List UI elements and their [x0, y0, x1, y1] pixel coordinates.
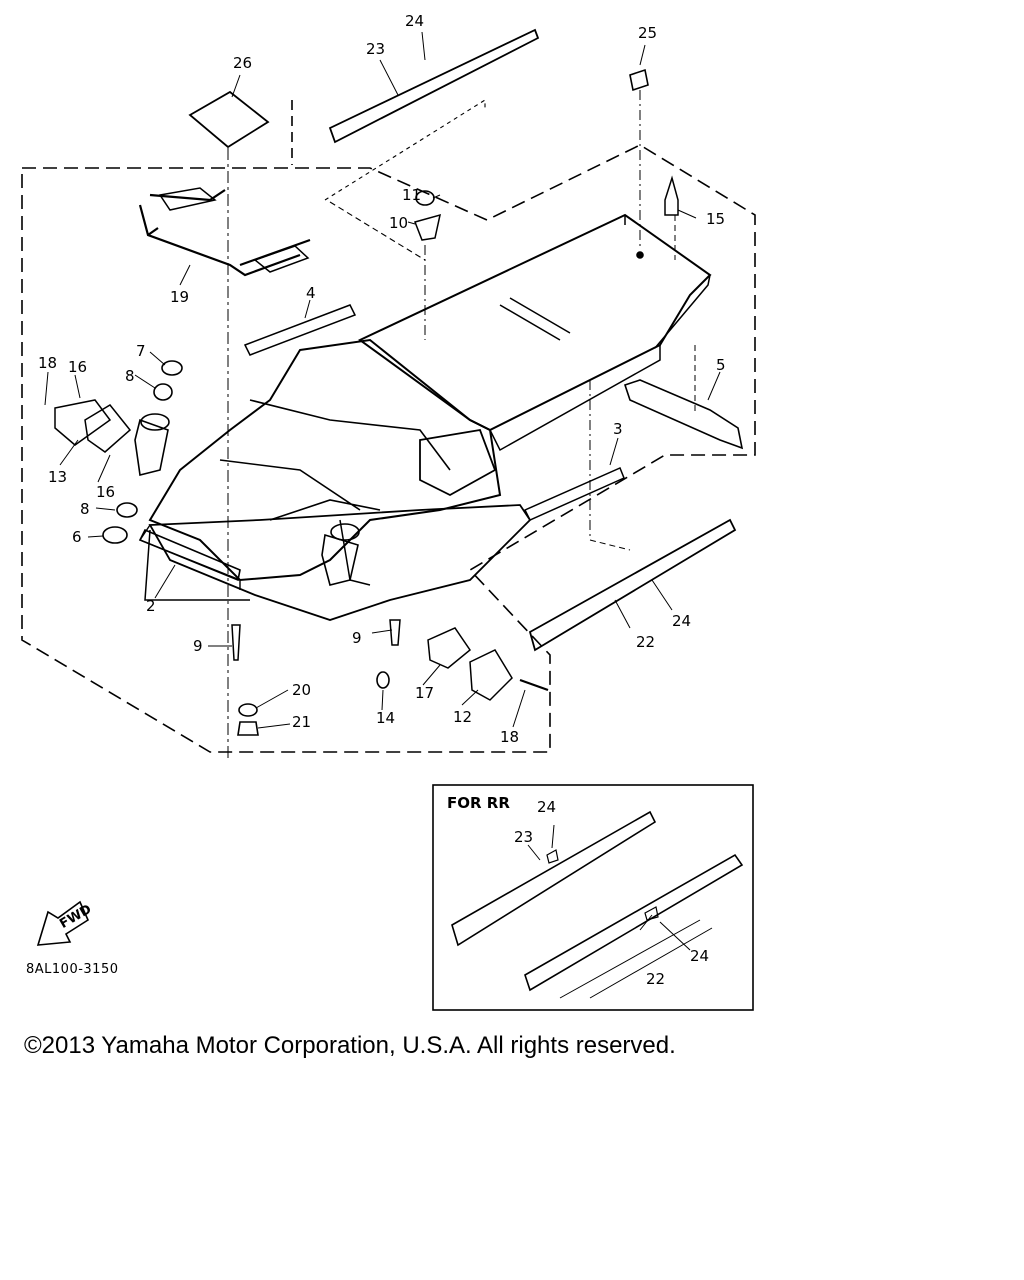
- fwd-arrow-icon: [36, 900, 90, 946]
- skid-plate: [148, 504, 532, 621]
- callout-24b: 24: [672, 612, 691, 630]
- callout-19: 19: [170, 288, 189, 306]
- callout-16: 16: [68, 358, 87, 376]
- tunnel-body: [358, 213, 712, 432]
- callout-22: 22: [636, 633, 655, 651]
- callout-7: 7: [136, 342, 146, 360]
- callout-11: 11: [402, 186, 421, 204]
- callout-24: 24: [405, 12, 424, 30]
- callout-18b: 18: [500, 728, 519, 746]
- callout-10: 10: [389, 214, 408, 232]
- part-number: 8AL100-3150: [26, 962, 119, 977]
- exploded-parts-diagram: 24 23 26 25 11 10 15 19 4 5 7 8 18 16 13…: [21, 12, 756, 1011]
- inset-callout-24: 24: [537, 798, 556, 816]
- callout-14: 14: [376, 709, 395, 727]
- callout-3: 3: [613, 420, 623, 438]
- callout-23: 23: [366, 40, 385, 58]
- inset-callout-23: 23: [514, 828, 533, 846]
- callout-2: 2: [146, 597, 156, 615]
- callout-21: 21: [292, 713, 311, 731]
- callout-26: 26: [233, 54, 252, 72]
- assembly-boundary: [21, 144, 756, 753]
- inset-label: FOR RR: [447, 794, 510, 812]
- callout-9b: 9: [352, 629, 362, 647]
- pad-26: [188, 90, 270, 149]
- callout-20: 20: [292, 681, 311, 699]
- strip-22: [528, 518, 737, 652]
- callout-6: 6: [72, 528, 82, 546]
- callout-4: 4: [306, 284, 316, 302]
- callout-9: 9: [193, 637, 203, 655]
- strip-23-top: [328, 28, 540, 144]
- callout-25: 25: [638, 24, 657, 42]
- callout-8: 8: [125, 367, 135, 385]
- callout-8b: 8: [80, 500, 90, 518]
- chassis-frame: [148, 338, 502, 582]
- inset-callout-24b: 24: [690, 947, 709, 965]
- copyright-notice: ©2013 Yamaha Motor Corporation, U.S.A. A…: [24, 1032, 676, 1059]
- inset-callout-22: 22: [646, 970, 665, 988]
- callout-18: 18: [38, 354, 57, 372]
- inset-box-for-rr: [432, 784, 754, 1011]
- callout-13: 13: [48, 468, 67, 486]
- callout-17: 17: [415, 684, 434, 702]
- callout-5: 5: [716, 356, 726, 374]
- callout-16b: 16: [96, 483, 115, 501]
- grab-bar-19: [138, 189, 311, 277]
- callout-12: 12: [453, 708, 472, 726]
- callout-15: 15: [706, 210, 725, 228]
